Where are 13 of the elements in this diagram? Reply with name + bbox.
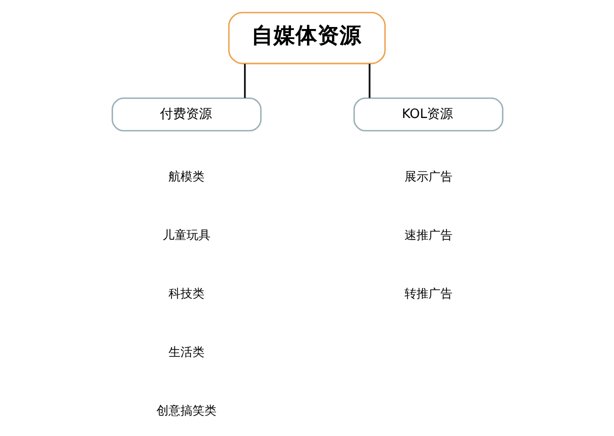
node-label: 生活类 <box>168 345 204 360</box>
node-label: 展示广告 <box>404 169 452 184</box>
node-label: 儿童玩具 <box>162 228 210 242</box>
connector <box>244 64 246 98</box>
node-label: 创意搞笑类 <box>156 404 216 418</box>
node-label: 速推广告 <box>404 228 452 242</box>
node-box: 付费资源 <box>111 97 262 132</box>
node-label: 转推广告 <box>404 286 452 300</box>
node-box: KOL资源 <box>352 97 503 132</box>
connector <box>368 64 370 98</box>
node-label: 科技类 <box>168 286 204 300</box>
node-label: 航模类 <box>168 169 204 184</box>
node-box: 自媒体资源 <box>228 12 386 64</box>
